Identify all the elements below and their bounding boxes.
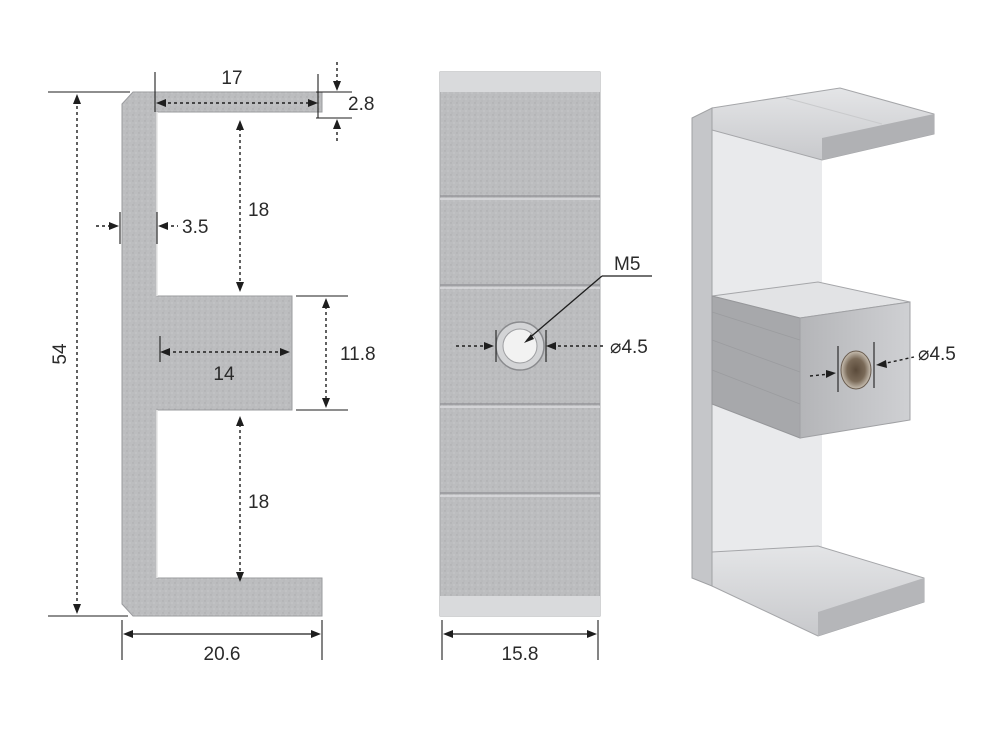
front-view: M5 ⌀4.5 15.8 <box>439 71 652 665</box>
dim-upper-gap-18: 18 <box>248 200 269 221</box>
dim-block-14: 14 <box>213 364 235 385</box>
dim-lip-2-8: 2.8 <box>348 94 374 115</box>
dim-base-20-6: 20.6 <box>204 644 241 665</box>
dim-top-17: 17 <box>221 68 242 89</box>
dim-iso-hole-4-5: ⌀4.5 <box>918 344 956 365</box>
dim-lower-gap-18: 18 <box>248 492 269 513</box>
dim-height-54: 54 <box>50 343 71 365</box>
dim-width-15-8: 15.8 <box>502 644 539 665</box>
side-view: 54 17 2.8 18 3.5 14 <box>48 62 376 665</box>
iso-view: ⌀4.5 <box>691 87 956 637</box>
side-profile <box>121 91 323 617</box>
dim-front-hole-4-5: ⌀4.5 <box>610 337 648 358</box>
iso-spine <box>691 107 713 587</box>
label-thread-m5: M5 <box>614 254 640 275</box>
dim-block-11-8: 11.8 <box>340 344 376 365</box>
iso-threaded-hole <box>840 350 872 390</box>
dim-wall-3-5: 3.5 <box>182 217 208 238</box>
